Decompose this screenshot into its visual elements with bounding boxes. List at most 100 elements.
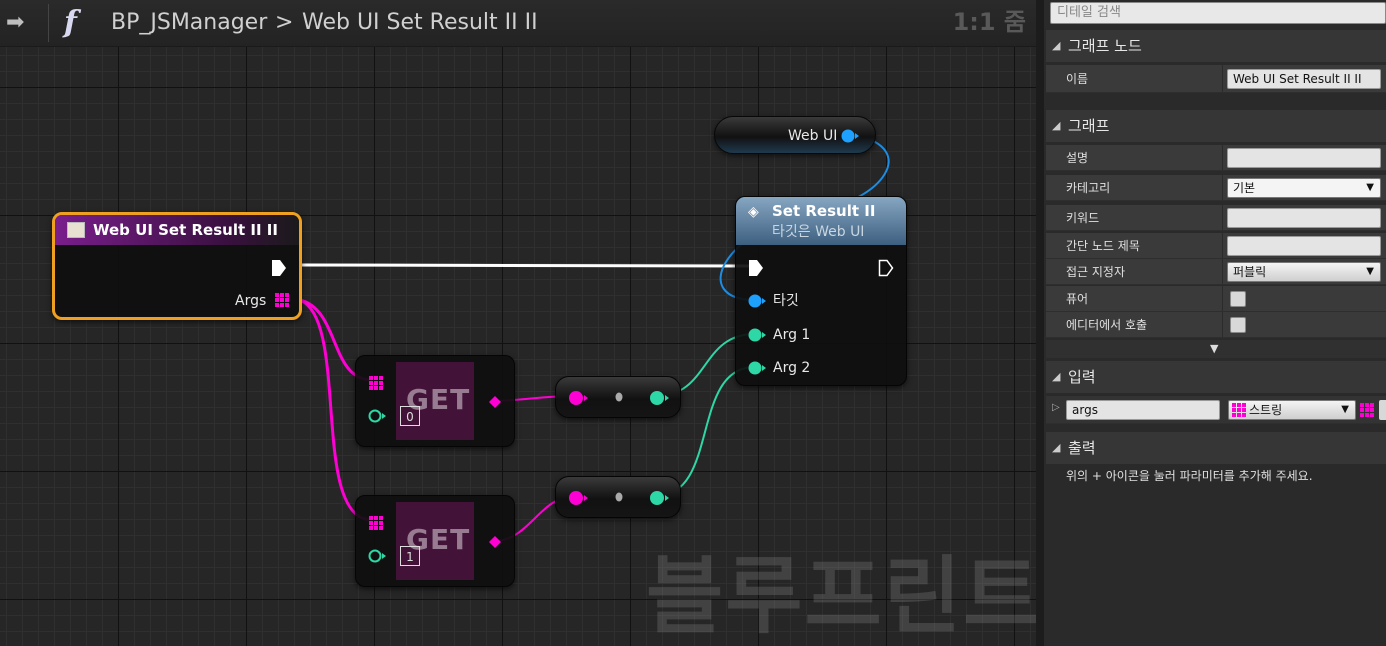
- call-in-editor-row: 에디터에서 호출: [1046, 312, 1386, 338]
- array-pin-icon[interactable]: [369, 376, 383, 390]
- get-node-background: [396, 502, 474, 580]
- arg1-pin-label: Arg 1: [773, 327, 811, 343]
- forward-arrow-icon[interactable]: ➡: [6, 10, 25, 35]
- pure-label: 퓨어: [1066, 292, 1089, 306]
- text-out-pin-icon[interactable]: [649, 390, 669, 406]
- entry-node-header: Web UI Set Result II II: [55, 215, 299, 245]
- string-to-text-conversion-node-1[interactable]: [555, 476, 681, 518]
- category-label: 그래프 노드: [1068, 37, 1142, 55]
- collapse-triangle-icon: ◢: [1052, 39, 1061, 52]
- category-combo[interactable]: 기본 ▼: [1227, 178, 1381, 198]
- compact-title-label: 간단 노드 제목: [1066, 239, 1140, 253]
- call-in-editor-label: 에디터에서 호출: [1066, 318, 1148, 332]
- name-row: 이름 Web UI Set Result II II: [1046, 65, 1386, 93]
- string-out-pin-icon[interactable]: [488, 395, 502, 409]
- breadcrumb-chevron-icon: >: [275, 10, 294, 35]
- row-divider: [1222, 205, 1223, 230]
- row-divider: [1222, 286, 1223, 311]
- access-specifier-row: 접근 지정자 퍼블릭 ▼: [1046, 259, 1386, 285]
- string-in-pin-icon[interactable]: [568, 490, 588, 506]
- string-to-text-conversion-node-0[interactable]: [555, 376, 681, 418]
- string-out-pin-icon[interactable]: [488, 535, 502, 549]
- row-divider: [1222, 65, 1223, 92]
- collapse-triangle-icon: ◢: [1052, 441, 1061, 454]
- zoom-level: 1:1 줌: [952, 8, 1026, 36]
- get-node-label: GET: [406, 523, 471, 556]
- category-label: 그래프: [1068, 117, 1110, 135]
- dropdown-arrow-icon: ▼: [1366, 182, 1374, 193]
- web-ui-variable-node[interactable]: Web UI: [714, 116, 876, 154]
- pure-row: 퓨어: [1046, 286, 1386, 312]
- exec-out-pin-icon[interactable]: [878, 259, 894, 277]
- description-label: 설명: [1066, 151, 1089, 165]
- call-in-editor-checkbox[interactable]: [1230, 317, 1246, 333]
- container-type-icon[interactable]: [1360, 403, 1374, 417]
- outputs-help-text: 위의 + 아이콘을 눌러 파라미터를 추가해 주세요.: [1066, 469, 1313, 483]
- function-icon: f: [64, 5, 77, 40]
- pure-checkbox[interactable]: [1230, 291, 1246, 307]
- category-graph-node[interactable]: ◢ 그래프 노드: [1046, 30, 1386, 62]
- function-entry-icon: [67, 222, 85, 238]
- index-pin-icon[interactable]: [368, 409, 386, 423]
- get-node-label: GET: [406, 383, 471, 416]
- array-get-node-1[interactable]: GET 1: [355, 495, 515, 587]
- category-field-label: 카테고리: [1066, 181, 1111, 195]
- expand-arrow-icon: ▼: [1210, 342, 1219, 355]
- arg2-pin-icon[interactable]: [748, 360, 766, 376]
- args-wire-1: [299, 298, 373, 522]
- toolbar-divider: [48, 4, 49, 42]
- category-inputs[interactable]: ◢ 입력: [1046, 361, 1386, 393]
- index-input[interactable]: 1: [400, 546, 420, 566]
- string-in-pin-icon[interactable]: [568, 390, 588, 406]
- array-pin-icon[interactable]: [275, 293, 289, 307]
- param-options-button[interactable]: [1379, 400, 1386, 420]
- compact-title-row: 간단 노드 제목: [1046, 233, 1386, 259]
- breadcrumb-function[interactable]: Web UI Set Result II II: [302, 10, 538, 35]
- keyword-row: 키워드: [1046, 205, 1386, 231]
- set-result-header: ◈ Set Result II 타깃은 Web UI: [736, 197, 906, 245]
- compact-title-field[interactable]: [1227, 236, 1381, 256]
- details-panel: 디테일 검색 ◢ 그래프 노드 이름 Web UI Set Result II …: [1036, 0, 1386, 646]
- access-specifier-label: 접근 지정자: [1066, 265, 1126, 279]
- target-pin-label: 타깃: [773, 293, 799, 309]
- input-param-type-dropdown[interactable]: 스트링 ▼: [1228, 400, 1356, 420]
- entry-args-label: Args: [235, 293, 267, 309]
- name-field[interactable]: Web UI Set Result II II: [1227, 69, 1381, 89]
- index-pin-icon[interactable]: [368, 549, 386, 563]
- index-input[interactable]: 0: [400, 406, 420, 426]
- input-param-row: ▷ args 스트링 ▼: [1046, 396, 1386, 424]
- array-pin-icon[interactable]: [369, 516, 383, 530]
- access-specifier-value: 퍼블릭: [1233, 265, 1267, 279]
- advanced-expander[interactable]: ▼: [1046, 340, 1386, 358]
- category-outputs[interactable]: ◢ 출력: [1046, 432, 1386, 464]
- get-node-background: [396, 362, 474, 440]
- text-out-pin-icon[interactable]: [649, 490, 669, 506]
- input-param-type-value: 스트링: [1249, 403, 1283, 417]
- target-pin-icon[interactable]: [748, 293, 766, 309]
- exec-out-pin-icon[interactable]: [271, 259, 287, 277]
- exec-wire: [299, 263, 753, 268]
- dropdown-arrow-icon: ▼: [1366, 266, 1374, 277]
- category-row: 카테고리 기본 ▼: [1046, 175, 1386, 201]
- expand-param-icon[interactable]: ▷: [1052, 402, 1060, 413]
- arg1-pin-icon[interactable]: [748, 327, 766, 343]
- exec-in-pin-icon[interactable]: [748, 259, 764, 277]
- collapse-triangle-icon: ◢: [1052, 370, 1061, 383]
- blueprint-graph[interactable]: 블루프린트 Web UI Set Result II II Args Web U…: [0, 0, 1036, 646]
- array-get-node-0[interactable]: GET 0: [355, 355, 515, 447]
- keyword-field[interactable]: [1227, 208, 1381, 228]
- details-search-input[interactable]: 디테일 검색: [1050, 2, 1386, 24]
- set-result-node[interactable]: ◈ Set Result II 타깃은 Web UI 타깃 Arg 1 Arg …: [735, 196, 907, 386]
- row-divider: [1222, 233, 1223, 258]
- breadcrumb-blueprint[interactable]: BP_JSManager: [111, 10, 268, 35]
- blueprint-watermark: 블루프린트: [646, 547, 1036, 645]
- category-graph[interactable]: ◢ 그래프: [1046, 110, 1386, 142]
- input-param-name-field[interactable]: args: [1066, 400, 1220, 420]
- dropdown-arrow-icon: ▼: [1341, 404, 1349, 415]
- row-divider: [1222, 312, 1223, 337]
- object-pin-icon[interactable]: [841, 128, 859, 144]
- description-field[interactable]: [1227, 148, 1381, 168]
- access-specifier-dropdown[interactable]: 퍼블릭 ▼: [1227, 262, 1381, 282]
- function-entry-node[interactable]: Web UI Set Result II II Args: [52, 212, 302, 320]
- conversion-dot-icon: [615, 492, 623, 502]
